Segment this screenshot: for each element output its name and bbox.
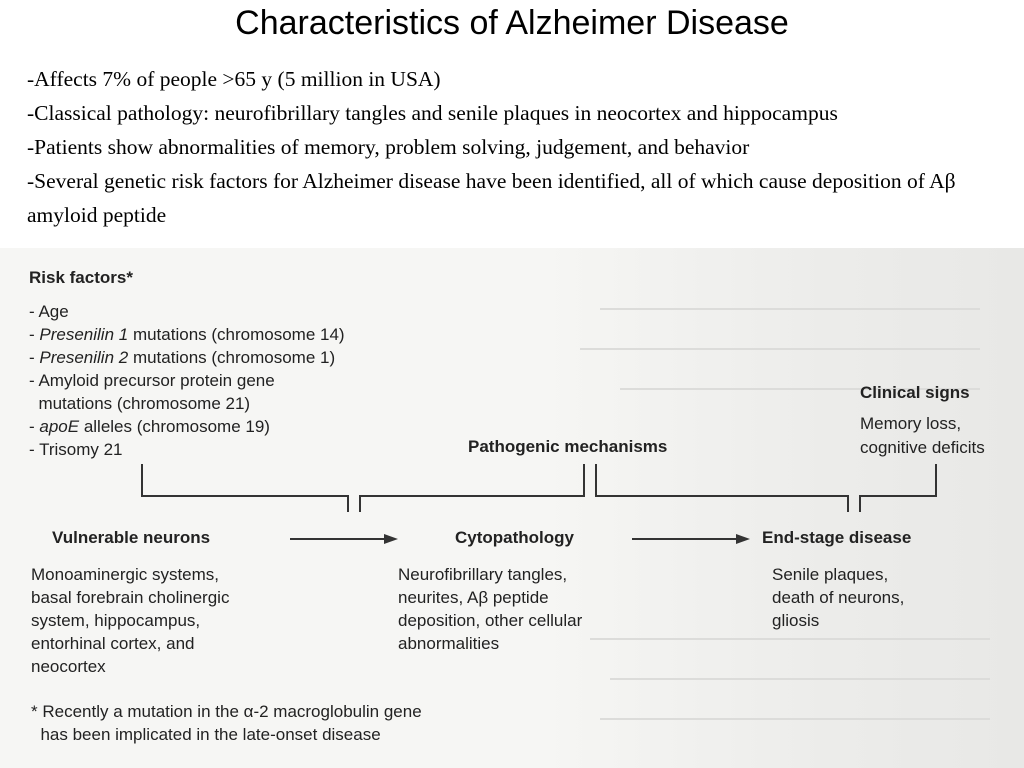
clinical-signs-description: Memory loss, cognitive deficits: [860, 414, 985, 457]
risk-item: - apoE alleles (chromosome 19): [29, 417, 270, 436]
pathogenic-bracket-right: [595, 464, 849, 512]
end-stage-heading: End-stage disease: [762, 528, 912, 547]
end-stage-description: Senile plaques, death of neurons, gliosi…: [772, 565, 905, 630]
footnote: * Recently a mutation in the α-2 macrogl…: [31, 702, 422, 744]
clinical-bracket: [859, 464, 937, 512]
bullet-pathology: -Classical pathology: neurofibrillary ta…: [27, 101, 838, 125]
clinical-signs-heading: Clinical signs: [860, 383, 970, 402]
risk-item: - Presenilin 1 mutations (chromosome 14): [29, 325, 345, 344]
risk-factors-heading: Risk factors*: [29, 268, 133, 287]
scanned-figure: Risk factors* - Age - Presenilin 1 mutat…: [0, 248, 1024, 768]
cytopathology-heading: Cytopathology: [455, 528, 574, 547]
bullet-prevalence: -Affects 7% of people >65 y (5 million i…: [27, 67, 441, 91]
arrowhead-2: [736, 534, 750, 544]
bullet-genetics: -Several genetic risk factors for Alzhei…: [27, 169, 956, 227]
vulnerable-neurons-description: Monoaminergic systems, basal forebrain c…: [31, 565, 230, 676]
vulnerable-neurons-heading: Vulnerable neurons: [52, 528, 211, 547]
bullet-list: -Affects 7% of people >65 y (5 million i…: [27, 62, 1017, 232]
risk-item: - Presenilin 2 mutations (chromosome 1): [29, 348, 336, 367]
pathogenic-bracket-left: [359, 464, 585, 512]
slide-title: Characteristics of Alzheimer Disease: [235, 4, 789, 42]
bullet-symptoms: -Patients show abnormalities of memory, …: [27, 135, 750, 159]
pathogenic-mechanisms-heading: Pathogenic mechanisms: [468, 437, 668, 456]
risk-bracket: [141, 464, 349, 512]
cytopathology-description: Neurofibrillary tangles, neurites, Aβ pe…: [398, 565, 583, 653]
risk-item: - Age: [29, 302, 69, 321]
diagram-connectors: [141, 464, 937, 544]
risk-item: - Trisomy 21: [29, 440, 123, 459]
risk-item: mutations (chromosome 21): [29, 394, 251, 413]
risk-item: - Amyloid precursor protein gene: [29, 371, 275, 390]
risk-factors-list: - Age - Presenilin 1 mutations (chromoso…: [29, 300, 345, 461]
page-bleed-through: [540, 248, 1024, 768]
arrowhead-1: [384, 534, 398, 544]
